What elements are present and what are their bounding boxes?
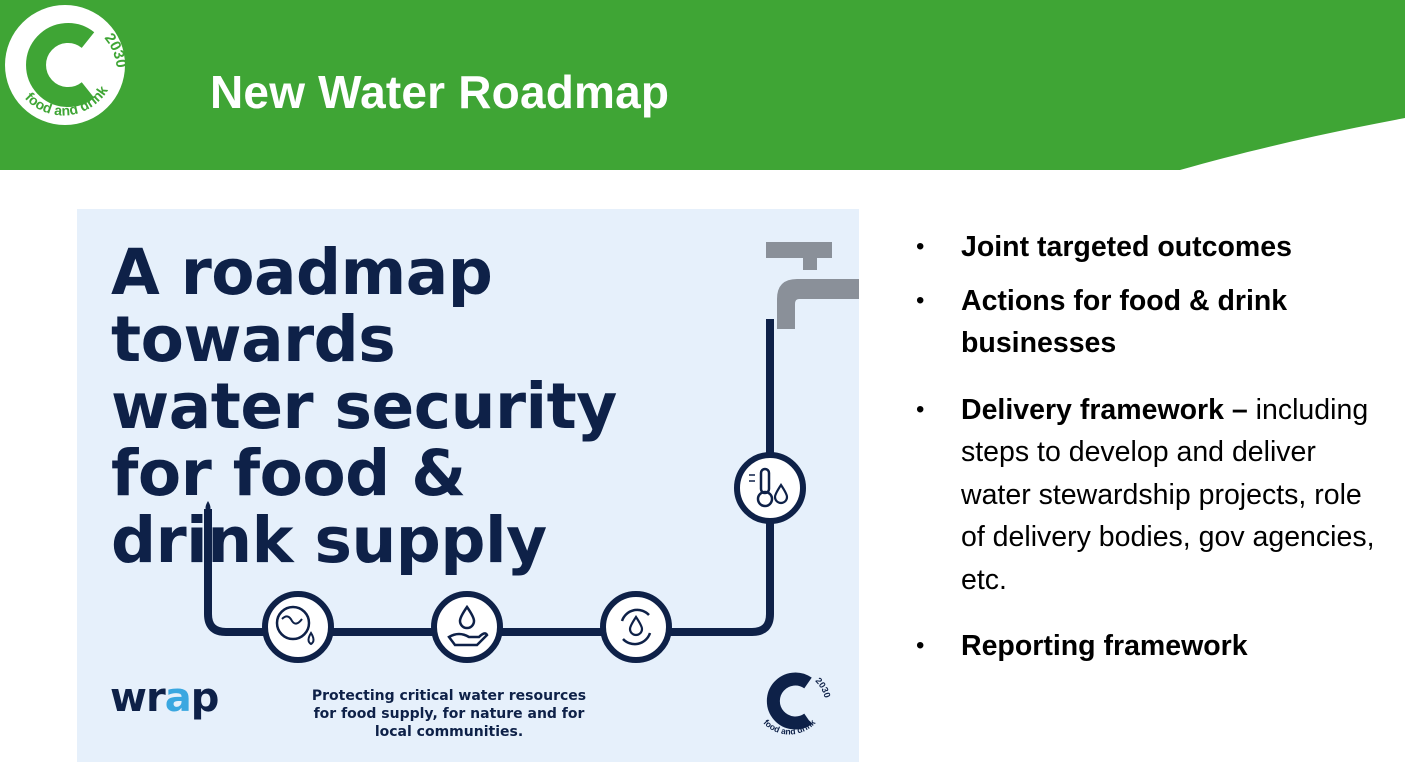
bullet-icon: • xyxy=(916,395,925,423)
list-item: •Actions for food & drink businesses xyxy=(912,280,1382,365)
key-points-list: •Joint targeted outcomes •Actions for fo… xyxy=(912,226,1382,680)
wrap-logo: wrap xyxy=(110,675,219,721)
hand-water-drop-icon xyxy=(431,591,503,663)
svg-text:2030: 2030 xyxy=(814,676,833,699)
recycle-water-icon xyxy=(600,591,672,663)
cover-title-line: A roadmap xyxy=(111,236,493,309)
header-background xyxy=(0,0,1405,170)
thermometer-water-icon xyxy=(734,452,806,524)
cover-food-and-drink-2030-logo: food and drink 2030 xyxy=(762,672,833,737)
list-item: •Delivery framework – including steps to… xyxy=(912,389,1382,602)
cover-title-line: water security xyxy=(111,370,617,443)
bullet-icon: • xyxy=(916,286,925,314)
cover-title-line: drink supply xyxy=(111,504,547,577)
cover-title-line: towards xyxy=(111,303,396,376)
cover-title-line: for food & xyxy=(111,437,466,510)
cover-title: A roadmap towards water security for foo… xyxy=(111,239,617,574)
globe-water-icon xyxy=(262,591,334,663)
header-band: food and drink 2030 New Water Roadmap xyxy=(0,0,1405,170)
pipe-graphic xyxy=(204,242,859,663)
list-item: •Joint targeted outcomes xyxy=(912,226,1382,269)
bullet-icon: • xyxy=(916,233,925,260)
roadmap-cover-image: A roadmap towards water security for foo… xyxy=(77,209,859,762)
food-and-drink-2030-logo: food and drink 2030 xyxy=(5,5,130,125)
cover-caption: Protecting critical water resources for … xyxy=(311,688,587,740)
bullet-icon: • xyxy=(916,632,925,659)
list-item: •Reporting framework xyxy=(912,625,1382,668)
tap-icon xyxy=(766,242,859,329)
slide-title: New Water Roadmap xyxy=(210,66,670,118)
cover-logo-year-text: 2030 xyxy=(814,676,833,699)
